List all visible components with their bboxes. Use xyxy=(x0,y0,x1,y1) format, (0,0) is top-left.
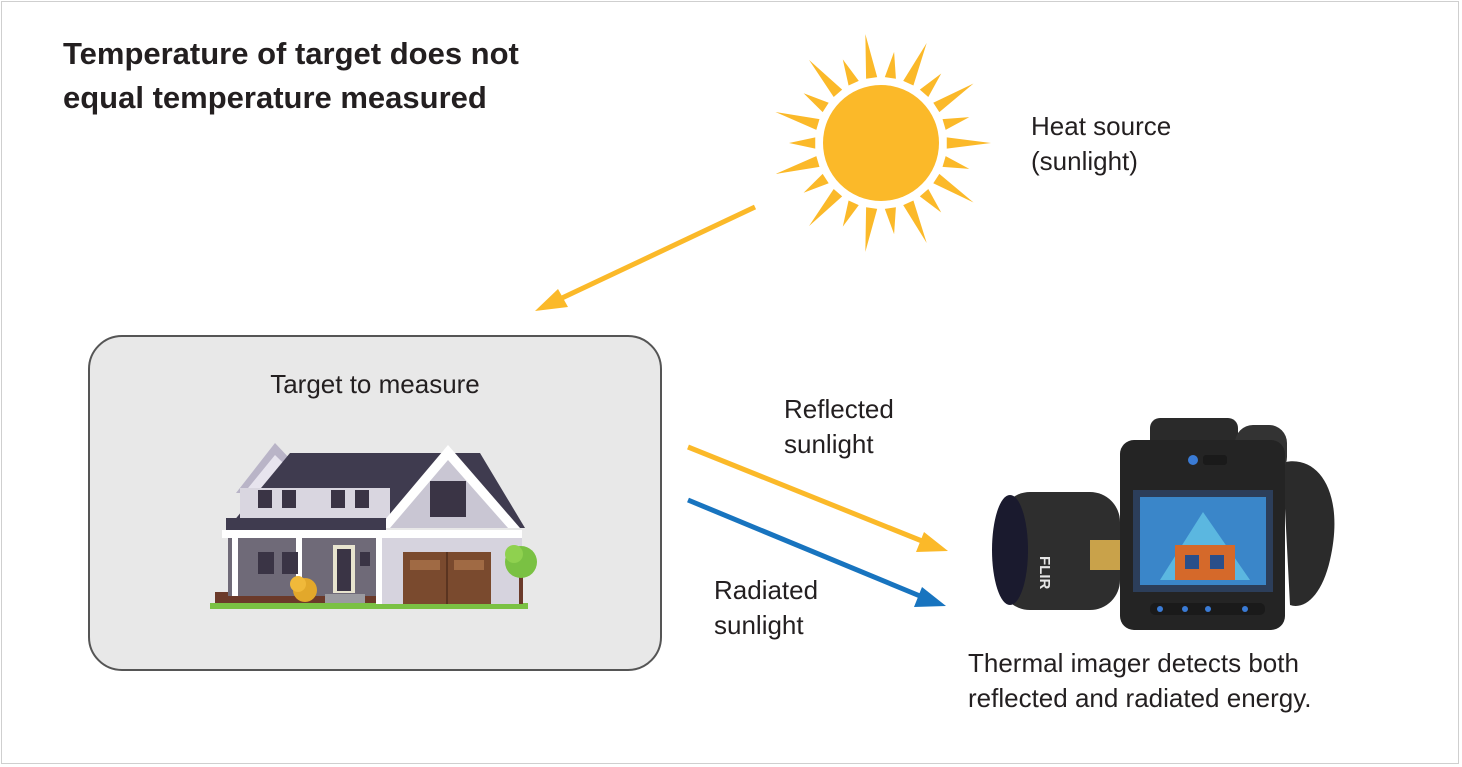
thermal-camera-icon xyxy=(992,418,1335,630)
radiated-sunlight-arrow xyxy=(687,497,946,607)
sun-ray xyxy=(842,200,859,227)
target-label: Target to measure xyxy=(270,369,480,399)
title-line-2: equal temperature measured xyxy=(63,80,487,115)
sun-ray xyxy=(933,173,974,203)
sun-ray xyxy=(884,207,896,235)
sun-ray xyxy=(808,189,843,227)
sun-ray xyxy=(808,59,843,97)
sun-ray xyxy=(842,59,859,86)
sun-ray xyxy=(903,42,927,86)
sun-ray xyxy=(789,137,816,149)
reflected-sunlight-arrow xyxy=(687,444,948,552)
thermal-imager-caption: Thermal imager detects both reflected an… xyxy=(968,646,1312,716)
sun-ray xyxy=(775,156,820,174)
sun-icon xyxy=(775,34,991,252)
sun-ray xyxy=(803,93,829,113)
sun-ray xyxy=(946,137,991,149)
sun-ray xyxy=(865,207,878,252)
sun-ray xyxy=(884,51,896,79)
sun-ray xyxy=(903,200,927,244)
radiated-line-2: sunlight xyxy=(714,610,804,640)
radiated-line-1: Radiated xyxy=(714,575,819,605)
heat-source-label: Heat source (sunlight) xyxy=(1031,109,1171,179)
reflected-line-1: Reflected xyxy=(784,394,894,424)
sun-ray xyxy=(775,112,820,130)
sun-ray xyxy=(933,83,974,113)
house-icon xyxy=(210,443,537,609)
heat-source-line-2: (sunlight) xyxy=(1031,146,1138,176)
caption-line-1: Thermal imager detects both xyxy=(968,648,1299,678)
sun-ray xyxy=(942,156,970,169)
heat-source-line-1: Heat source xyxy=(1031,111,1172,141)
reflected-line-2: sunlight xyxy=(784,429,874,459)
sun-ray xyxy=(919,189,942,213)
incoming-sunlight-arrow xyxy=(535,204,757,311)
radiated-sunlight-label: Radiated sunlight xyxy=(714,573,818,643)
sun-ray xyxy=(803,173,829,193)
title-line-1: Temperature of target does not xyxy=(63,36,519,71)
sun-ray xyxy=(865,34,878,79)
reflected-sunlight-label: Reflected sunlight xyxy=(784,392,894,462)
diagram-title: Temperature of target does not equal tem… xyxy=(63,32,519,120)
caption-line-2: reflected and radiated energy. xyxy=(968,683,1312,713)
sun-ray xyxy=(942,117,970,130)
camera-brand-label: FLIR xyxy=(1036,556,1053,589)
sun-ray xyxy=(919,73,942,97)
